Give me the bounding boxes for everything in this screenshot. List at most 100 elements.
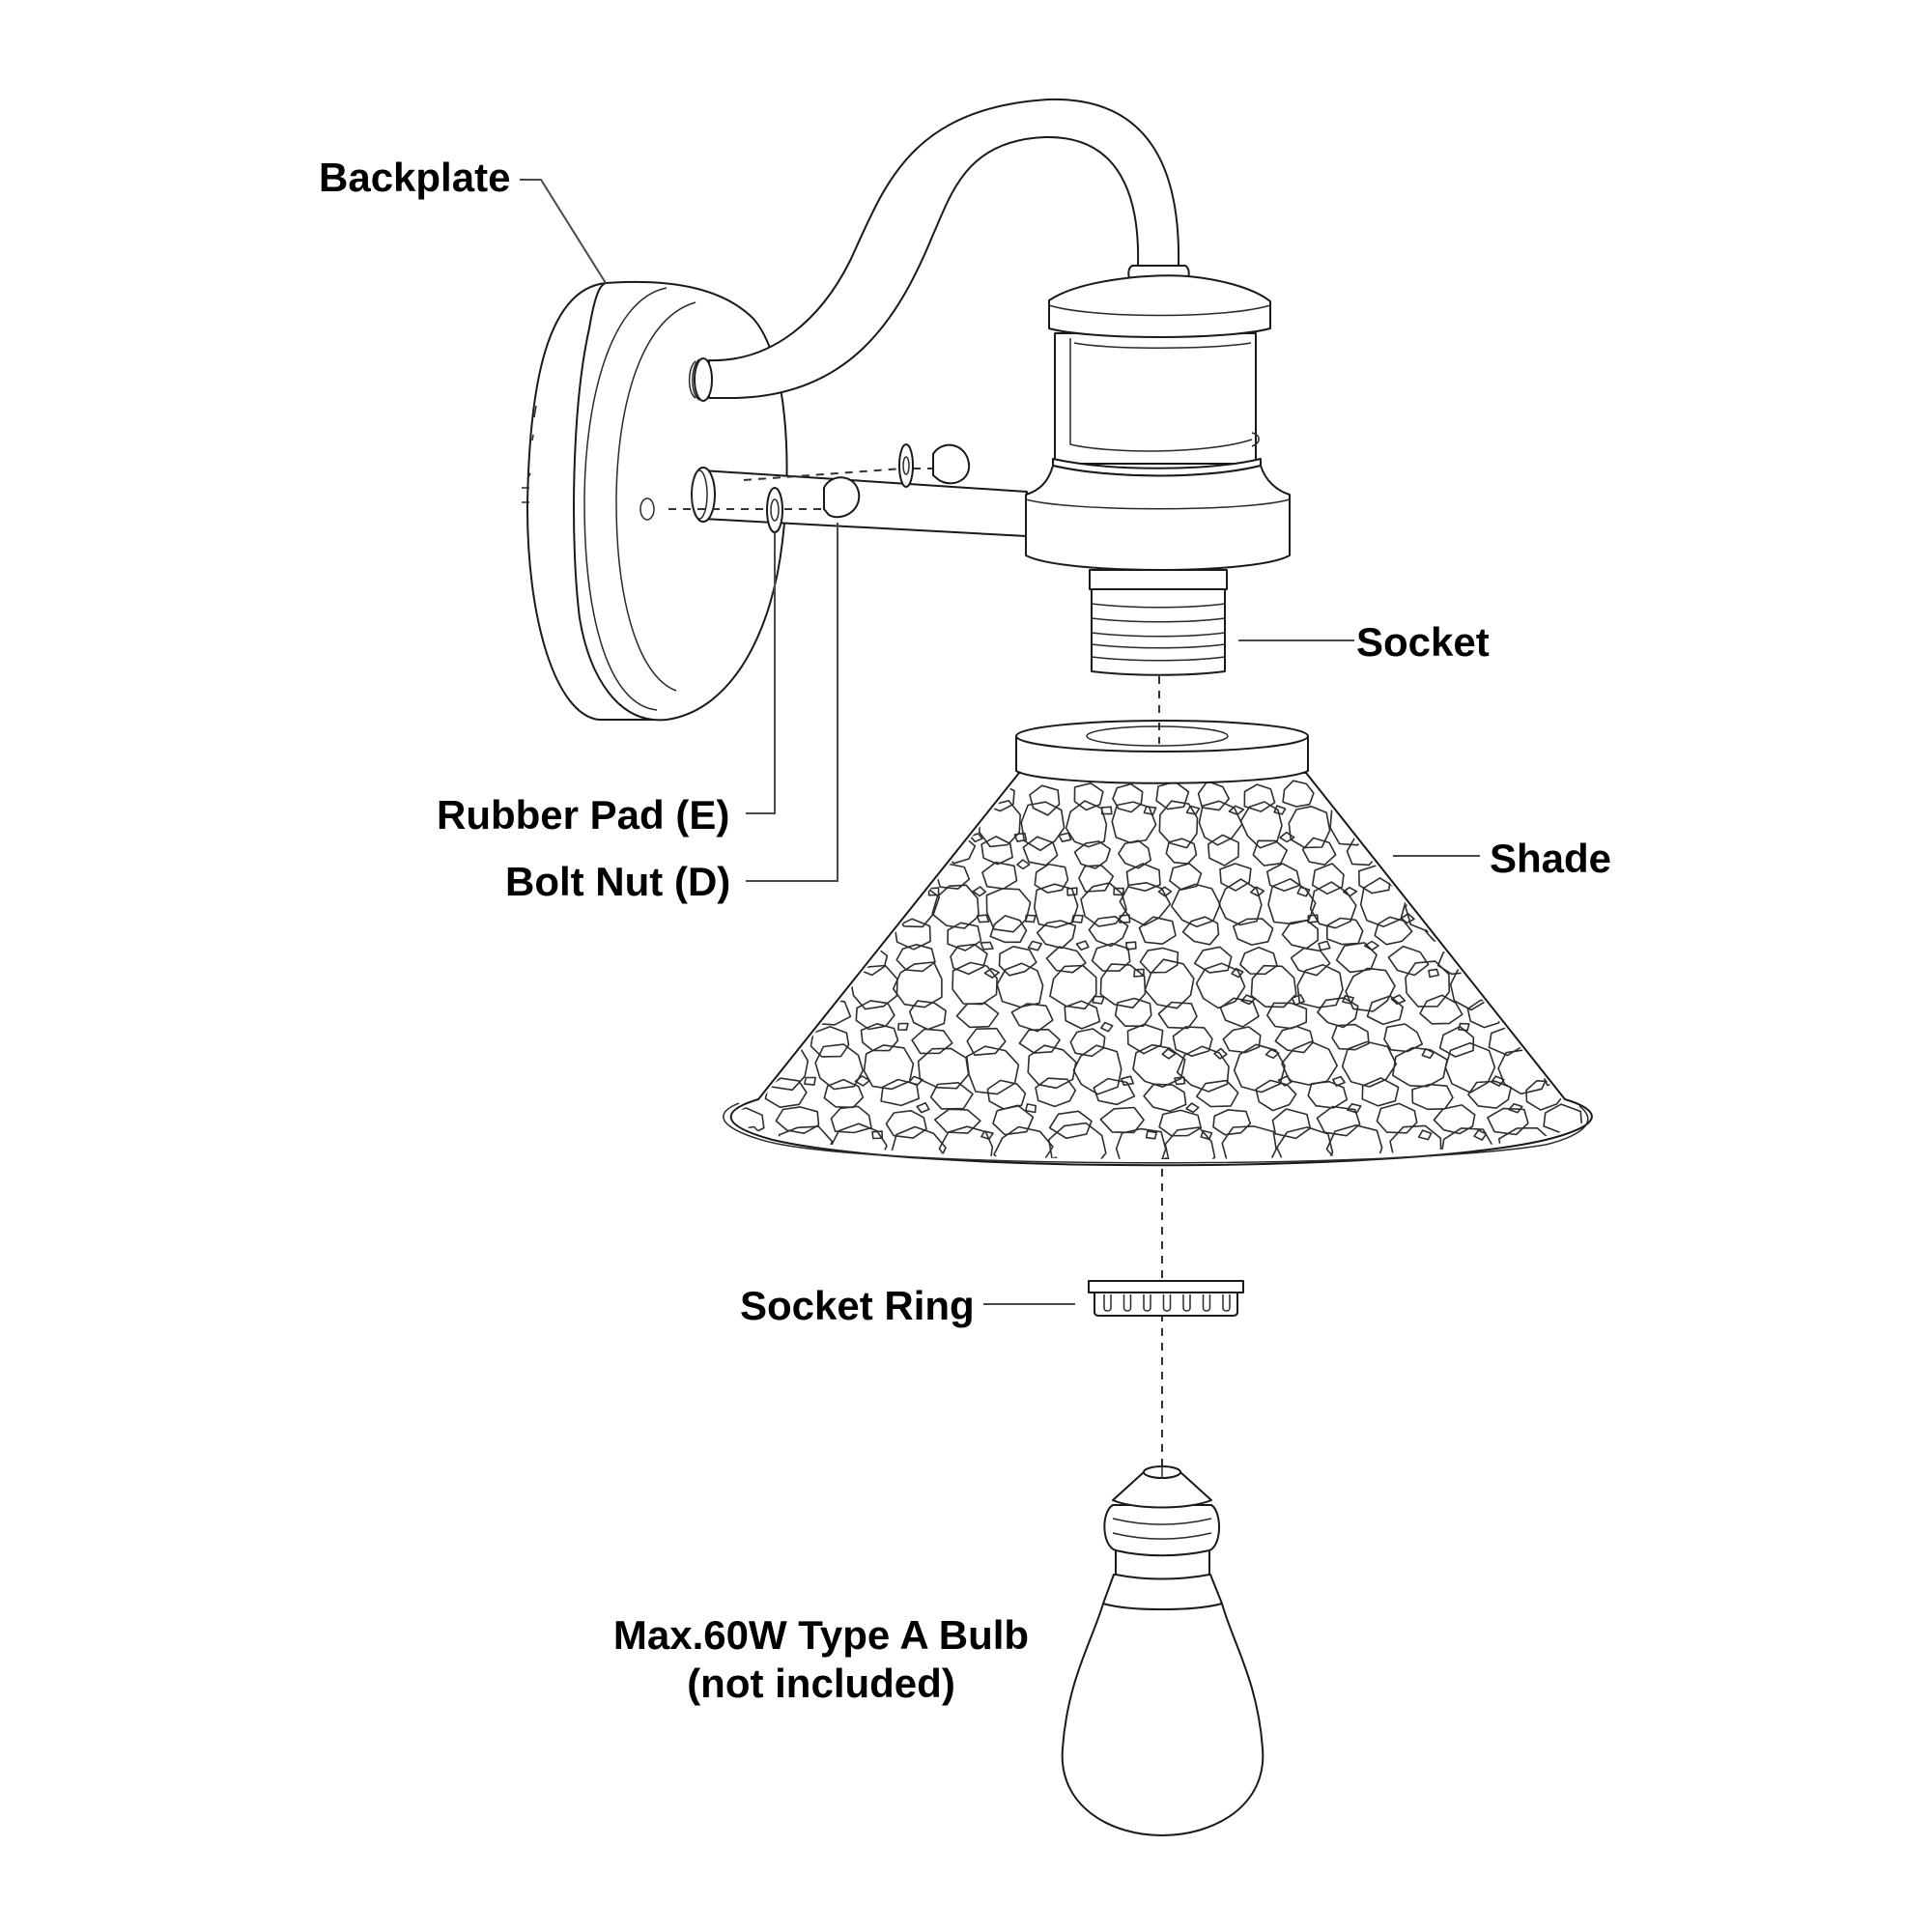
hammered-cell bbox=[814, 1043, 865, 1091]
hammered-cell bbox=[893, 862, 926, 892]
ring-slot bbox=[1122, 1294, 1132, 1312]
hammered-cell bbox=[735, 1045, 757, 1094]
hammered-cell bbox=[1208, 834, 1239, 867]
rubber-pad-leader bbox=[746, 533, 776, 814]
hammered-cell bbox=[802, 944, 841, 975]
hammered-cell bbox=[1359, 877, 1406, 928]
hammered-cell bbox=[1072, 1044, 1122, 1095]
hammered-cell bbox=[1157, 1001, 1198, 1030]
hammered-cell bbox=[1219, 863, 1252, 892]
hammered-cell bbox=[1193, 946, 1233, 974]
bulb-label-line1: Max.60W Type A Bulb bbox=[612, 1612, 1030, 1658]
hammered-cell bbox=[1047, 1122, 1107, 1159]
ring-slot bbox=[1182, 1294, 1191, 1312]
hammered-cell bbox=[850, 916, 887, 949]
ring-slot bbox=[1143, 1294, 1151, 1312]
ring-slot bbox=[1202, 1294, 1211, 1312]
hammered-cell bbox=[924, 858, 940, 870]
hammered-cell bbox=[1114, 997, 1152, 1027]
hammered-cell bbox=[1075, 940, 1090, 952]
hammered-cell bbox=[863, 1044, 915, 1091]
hammered-cell bbox=[917, 1047, 970, 1090]
hammered-cell bbox=[1027, 940, 1042, 952]
hammered-cell bbox=[1126, 1023, 1164, 1055]
hammered-cell bbox=[1144, 958, 1195, 1009]
hammered-cell bbox=[1069, 1028, 1106, 1058]
hammered-cell bbox=[1390, 994, 1406, 1006]
hammered-cell bbox=[1093, 1077, 1136, 1106]
rubber-pad-label: Rubber Pad (E) bbox=[437, 792, 730, 838]
hammered-cell bbox=[793, 1021, 808, 1034]
hammered-cell bbox=[1099, 1106, 1145, 1134]
hammered-cell bbox=[1132, 1043, 1186, 1088]
hammered-cell bbox=[892, 961, 943, 1009]
hammered-cell bbox=[1532, 1029, 1575, 1057]
hammered-cell bbox=[1155, 781, 1190, 810]
hammered-cell bbox=[1113, 887, 1124, 896]
hammered-cell bbox=[1029, 784, 1061, 816]
hammered-cell bbox=[1158, 800, 1199, 849]
hammered-cell bbox=[1119, 914, 1131, 923]
hammered-cell bbox=[1036, 920, 1077, 950]
hammered-cell bbox=[1112, 782, 1144, 813]
hammered-cell bbox=[1467, 1080, 1512, 1109]
hammered-cell bbox=[1518, 1000, 1556, 1029]
hammered-cell bbox=[1417, 1129, 1433, 1141]
hammered-cell bbox=[663, 1125, 715, 1169]
hammered-cell bbox=[1296, 886, 1311, 897]
hammered-cell bbox=[1070, 914, 1084, 923]
hammered-cell bbox=[1212, 1109, 1252, 1136]
hammered-cell bbox=[966, 1027, 1007, 1056]
hammered-cell bbox=[878, 1157, 895, 1159]
hammered-cell bbox=[1525, 1080, 1566, 1111]
hammered-cell bbox=[1326, 917, 1364, 946]
hammered-cell bbox=[830, 1105, 872, 1134]
hammered-cell bbox=[895, 943, 936, 973]
hammered-cell bbox=[1181, 916, 1220, 946]
hammered-cell bbox=[1376, 1102, 1418, 1134]
hammered-cell bbox=[1143, 1083, 1187, 1113]
hammered-cell bbox=[1233, 1043, 1286, 1094]
hammered-cell bbox=[768, 1157, 781, 1159]
hammered-cell bbox=[1342, 995, 1354, 1005]
hammered-cell bbox=[1363, 940, 1379, 952]
hammered-cell bbox=[1252, 839, 1288, 867]
hammered-cell bbox=[750, 999, 792, 1028]
hammered-cell bbox=[1100, 806, 1113, 815]
upper-nut bbox=[932, 443, 971, 485]
hammered-cell bbox=[1296, 963, 1344, 1009]
hammered-cell bbox=[1264, 1048, 1280, 1060]
hammered-cell bbox=[929, 1082, 974, 1110]
hammered-cell bbox=[1045, 946, 1087, 974]
hammered-cell bbox=[1318, 940, 1331, 952]
hammered-cell bbox=[892, 839, 926, 868]
hammered-cell bbox=[1332, 1075, 1346, 1087]
hammered-cell bbox=[1088, 915, 1129, 948]
hammered-cell bbox=[1158, 1109, 1202, 1137]
hammered-cell bbox=[1164, 1126, 1216, 1159]
hammered-cell bbox=[1027, 1044, 1077, 1090]
hammered-cell bbox=[952, 961, 998, 1006]
hammered-cell bbox=[1228, 805, 1245, 816]
hammered-cell bbox=[1034, 883, 1079, 928]
hammered-cell bbox=[1392, 1046, 1448, 1088]
ring-slot bbox=[1103, 1294, 1112, 1312]
hammered-cell bbox=[1231, 967, 1244, 979]
hammered-cell bbox=[1346, 1103, 1362, 1114]
hammered-cell bbox=[1609, 1125, 1664, 1168]
hammered-cell bbox=[1458, 1022, 1470, 1032]
socket-housing bbox=[1025, 274, 1291, 676]
hammered-cell bbox=[1288, 805, 1331, 849]
hammered-cell bbox=[1309, 881, 1357, 929]
hammered-cell bbox=[1335, 942, 1378, 974]
hammered-cell bbox=[1492, 995, 1504, 1005]
hammered-cell bbox=[1577, 1078, 1587, 1107]
hammered-cell bbox=[1599, 1108, 1639, 1134]
hammered-cell bbox=[762, 1024, 802, 1054]
hammered-cell bbox=[1473, 1129, 1488, 1141]
hammered-cell bbox=[1066, 887, 1078, 896]
bulb-label-line2: (not included) bbox=[687, 1661, 955, 1706]
hammered-cell bbox=[829, 1122, 888, 1159]
hammered-cell bbox=[1368, 832, 1381, 842]
hammered-cell bbox=[1316, 1105, 1361, 1137]
